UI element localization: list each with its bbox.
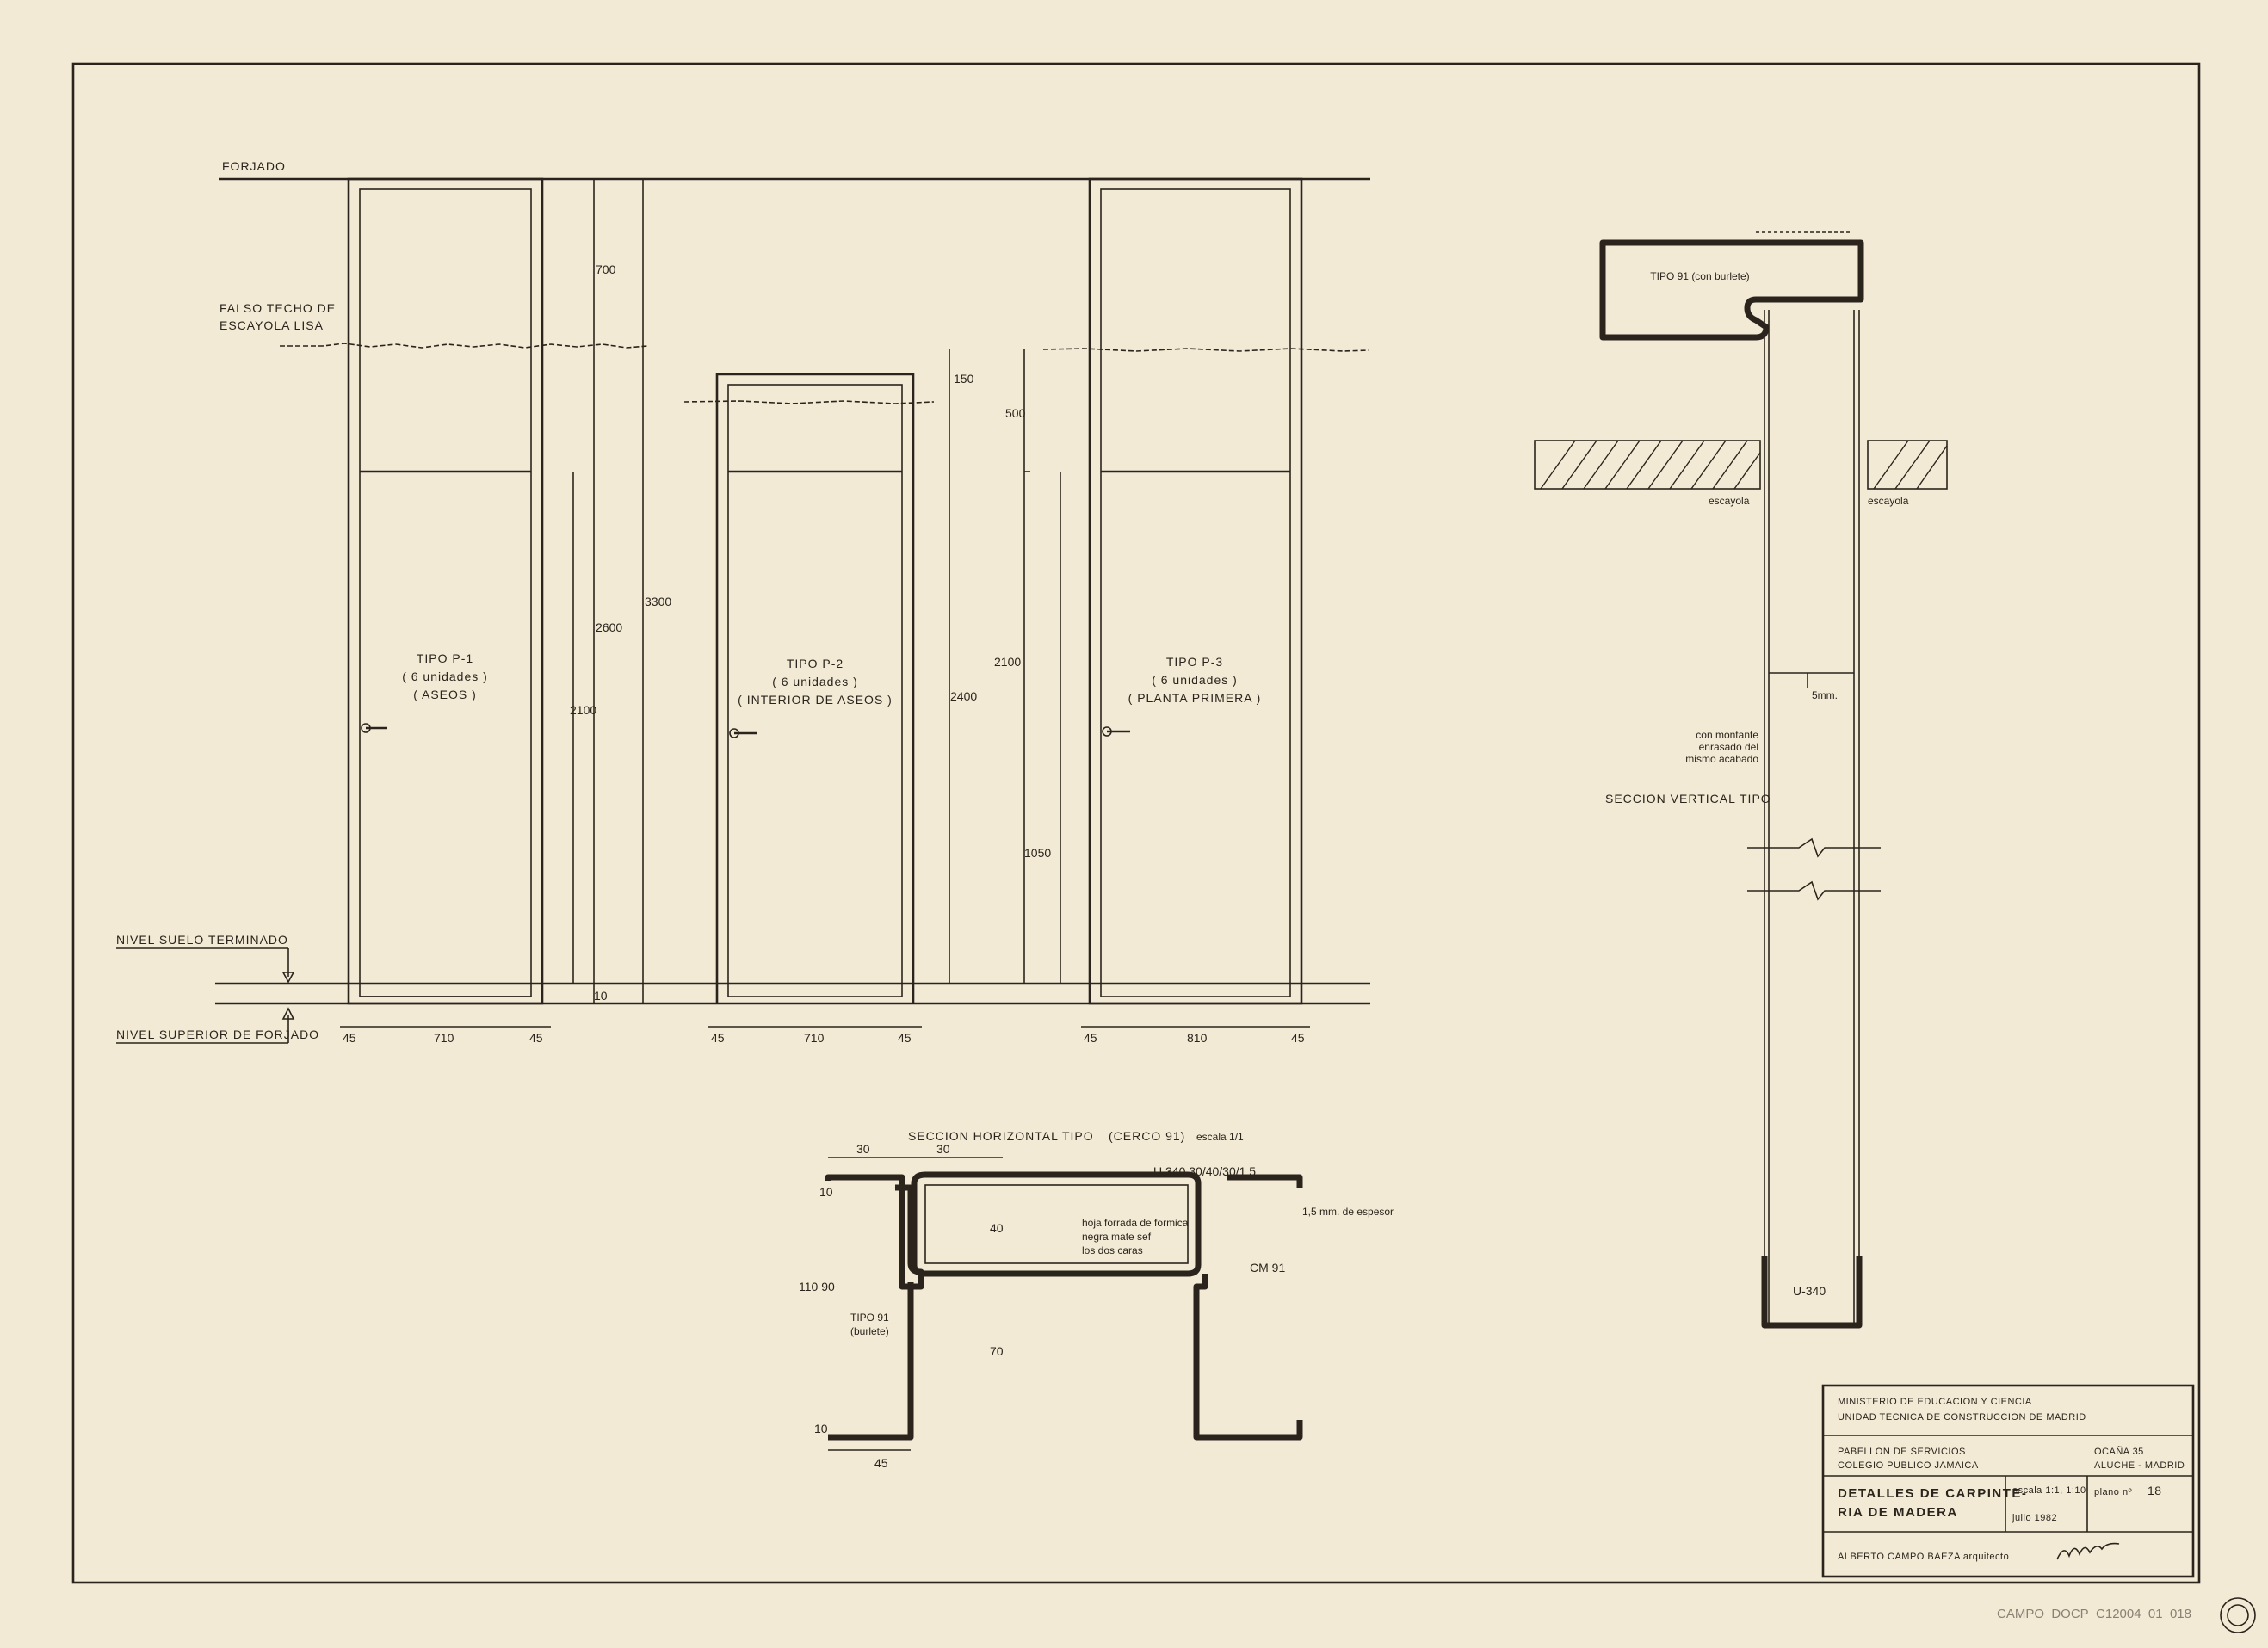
escayola-left-label: escayola (1709, 495, 1750, 507)
dim-10: 10 (594, 989, 608, 1003)
tb-arquitecto: ALBERTO CAMPO BAEZA arquitecto (1838, 1552, 2009, 1562)
door-p1-type: TIPO P-1 (417, 651, 473, 665)
width-dimensions: 45 710 45 45 710 45 45 810 45 (340, 1026, 1310, 1045)
montante-note-3: mismo acabado (1685, 753, 1758, 765)
montante-note-2: enrasado del (1699, 741, 1758, 753)
elevations: FORJADO FALSO TECHO DE ESCAYOLA LISA NIV… (116, 159, 1370, 1045)
escayola-right-label: escayola (1868, 495, 1909, 507)
dim-10a: 10 (819, 1185, 833, 1199)
dim-w1-right: 45 (529, 1031, 543, 1045)
escala-label: escala 1/1 (1196, 1131, 1244, 1143)
archive-code: CAMPO_DOCP_C12004_01_018 (1997, 1607, 2191, 1621)
dim-70: 70 (990, 1344, 1004, 1358)
nivel-superior-label: NIVEL SUPERIOR DE FORJADO (116, 1028, 319, 1041)
door-p2-use: ( INTERIOR DE ASEOS ) (738, 693, 893, 707)
signature (2056, 1542, 2120, 1560)
sheet-border (71, 62, 2201, 1584)
tipo91-burlete-2: (burlete) (850, 1325, 889, 1337)
nivel-suelo-label: NIVEL SUELO TERMINADO (116, 933, 288, 947)
tb-escala: escala 1:1, 1:10 (2012, 1485, 2086, 1496)
title-block: MINISTERIO DE EDUCACION Y CIENCIA UNIDAD… (1821, 1384, 2195, 1578)
vertical-dimensions: 700 2600 3300 2100 150 500 2400 2100 105… (570, 179, 1061, 1003)
dim-700: 700 (596, 262, 616, 276)
tb-unidad: UNIDAD TECNICA DE CONSTRUCCION DE MADRID (1838, 1412, 2086, 1423)
door-p2-type: TIPO P-2 (787, 657, 844, 670)
dim-2100-p1: 2100 (570, 703, 596, 717)
tb-title-2: RIA DE MADERA (1838, 1505, 1958, 1520)
dim-40: 40 (990, 1221, 1004, 1235)
dim-w3-mid: 810 (1187, 1031, 1208, 1045)
vertical-section: TIPO 91 (con burlete) escayola escayola … (1534, 231, 1948, 1329)
archive-stamp (2220, 1597, 2256, 1633)
tb-fecha: julio 1982 (2012, 1513, 2057, 1523)
espesor-note: 1,5 mm. de espesor (1302, 1206, 1394, 1218)
tb-ministerio: MINISTERIO DE EDUCACION Y CIENCIA (1838, 1397, 2032, 1407)
tb-plano-number: 18 (2147, 1484, 2162, 1497)
horizontal-section: SECCION HORIZONTAL TIPO (CERCO 91) escal… (799, 1129, 1394, 1470)
u340-label: U-340 (1793, 1284, 1826, 1298)
door-p1-use: ( ASEOS ) (413, 688, 477, 701)
dim-w2-mid: 710 (804, 1031, 825, 1045)
dim-3300: 3300 (645, 595, 671, 608)
hoja-note-1: hoja forrada de formica (1082, 1217, 1189, 1229)
hoja-note-2: negra mate sef (1082, 1231, 1152, 1243)
dim-500: 500 (1005, 406, 1026, 420)
cerco-label: (CERCO 91) (1109, 1129, 1185, 1143)
dim-30a: 30 (856, 1142, 870, 1156)
tb-aluche: ALUCHE - MADRID (2094, 1460, 2185, 1471)
gap-5mm-label: 5mm. (1812, 689, 1838, 701)
door-p1-units: ( 6 unidades ) (402, 670, 488, 683)
dim-150: 150 (954, 372, 974, 386)
tipo-91-label: TIPO 91 (con burlete) (1650, 270, 1749, 282)
dim-w3-left: 45 (1084, 1031, 1097, 1045)
montante-note-1: con montante (1696, 729, 1758, 741)
dim-10b: 10 (814, 1422, 828, 1435)
door-p1: TIPO P-1 ( 6 unidades ) ( ASEOS ) (347, 177, 544, 1005)
dim-w1-left: 45 (343, 1031, 356, 1045)
cm91-label: CM 91 (1250, 1261, 1285, 1275)
dim-w2-left: 45 (711, 1031, 725, 1045)
door-p2-units: ( 6 unidades ) (772, 675, 858, 688)
dim-2100-p3: 2100 (994, 655, 1021, 669)
door-p3-use: ( PLANTA PRIMERA ) (1128, 691, 1262, 705)
seccion-vertical-title: SECCION VERTICAL TIPO (1605, 792, 1771, 805)
door-p3: TIPO P-3 ( 6 unidades ) ( PLANTA PRIMERA… (1088, 177, 1303, 1005)
seccion-horizontal-title: SECCION HORIZONTAL TIPO (908, 1129, 1094, 1143)
falso-techo-label-1: FALSO TECHO DE (219, 301, 336, 315)
tipo91-burlete-1: TIPO 91 (850, 1312, 889, 1324)
dim-w2-right: 45 (898, 1031, 912, 1045)
dim-2400: 2400 (950, 689, 977, 703)
door-p3-type: TIPO P-3 (1166, 655, 1223, 669)
dim-2600: 2600 (596, 620, 622, 634)
falso-techo-label-2: ESCAYOLA LISA (219, 318, 324, 332)
dim-110-90: 110 90 (799, 1280, 835, 1293)
dim-w3-right: 45 (1291, 1031, 1305, 1045)
dim-45: 45 (874, 1456, 888, 1470)
forjado-label: FORJADO (222, 159, 286, 173)
tb-colegio: COLEGIO PUBLICO JAMAICA (1838, 1460, 1979, 1471)
tb-title-1: DETALLES DE CARPINTE- (1838, 1486, 2027, 1501)
tb-plano: plano nº (2094, 1487, 2132, 1497)
door-p3-units: ( 6 unidades ) (1152, 673, 1238, 687)
dim-1050: 1050 (1024, 846, 1051, 860)
dim-w1-mid: 710 (434, 1031, 454, 1045)
hoja-note-3: los dos caras (1082, 1244, 1143, 1256)
tb-pabellon: PABELLON DE SERVICIOS (1838, 1447, 1966, 1457)
tb-ocana: OCAÑA 35 (2094, 1446, 2144, 1457)
door-p2: TIPO P-2 ( 6 unidades ) ( INTERIOR DE AS… (715, 373, 915, 1003)
dim-30b: 30 (936, 1142, 950, 1156)
